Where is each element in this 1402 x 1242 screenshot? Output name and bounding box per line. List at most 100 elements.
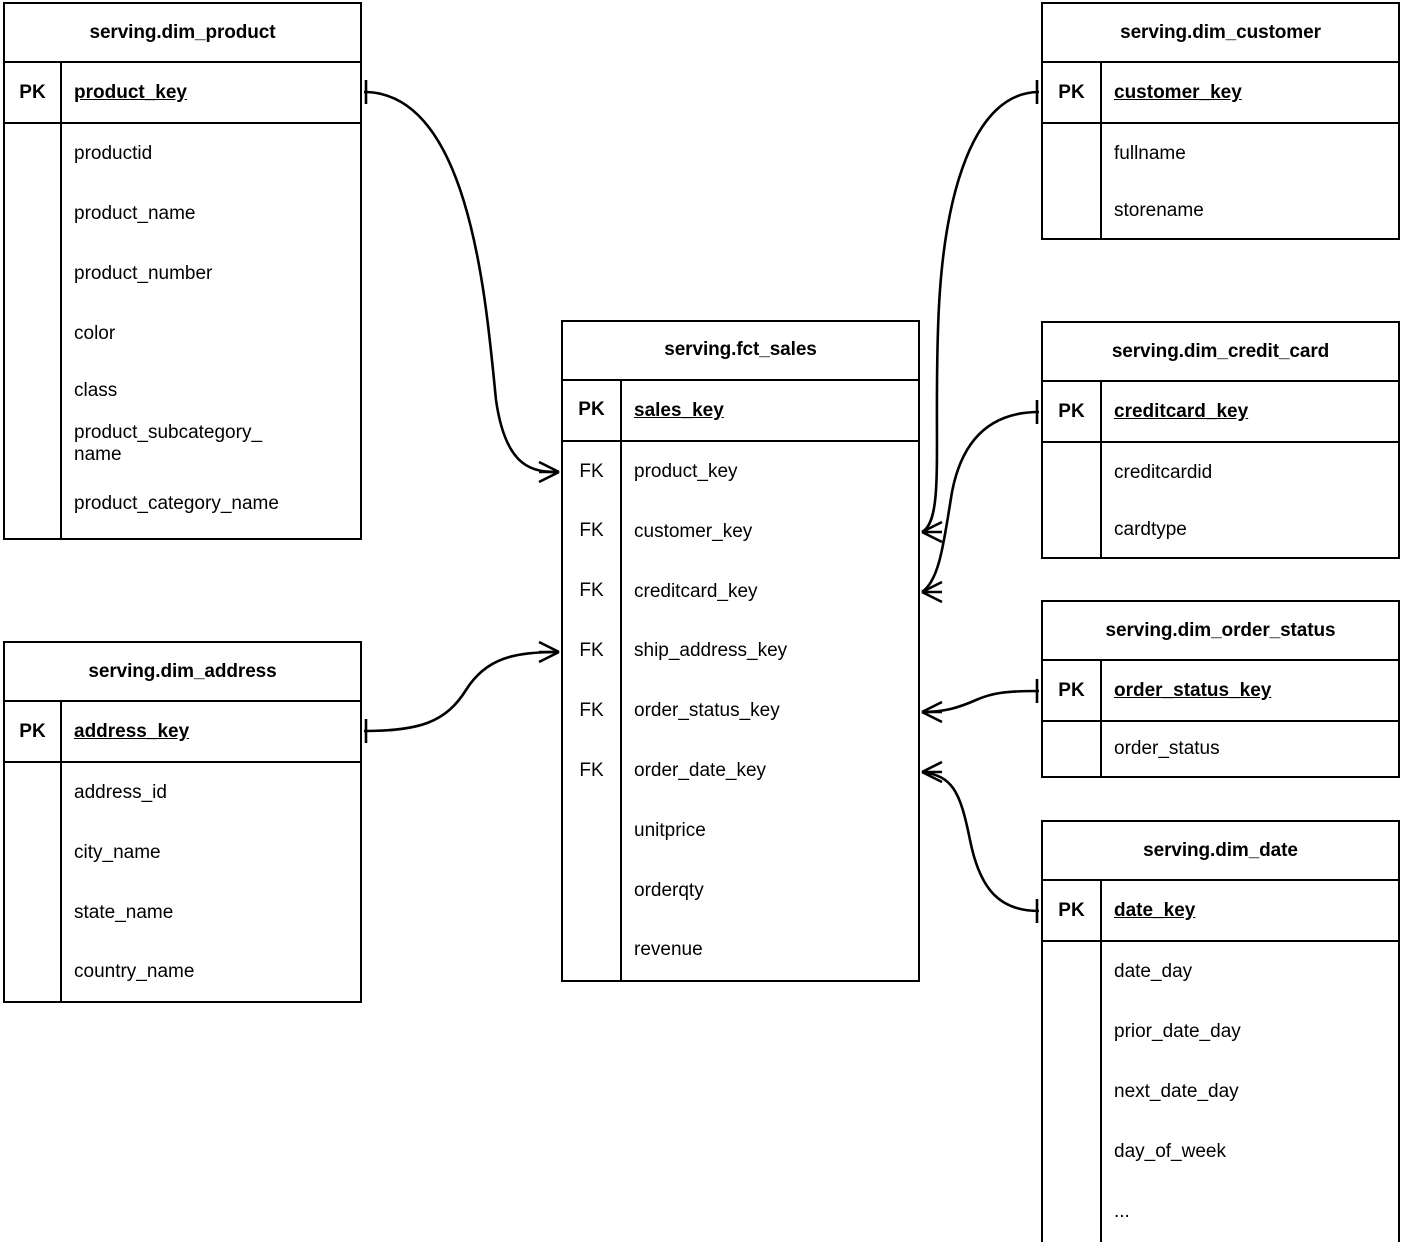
pk-name-dim-order-status: order_status_key bbox=[1114, 679, 1272, 701]
fk-row-product-key: FK product_key bbox=[563, 441, 918, 502]
measure-keycol bbox=[563, 920, 622, 980]
attribute-keycol-dim-address bbox=[5, 763, 62, 1001]
fk-label: FK bbox=[563, 561, 622, 622]
attribute-list-dim-address: address_id city_name state_name country_… bbox=[62, 763, 360, 1001]
attribute-item: class bbox=[74, 380, 118, 402]
cardinality-many-product bbox=[538, 460, 560, 484]
attribute-list-dim-customer: fullname storename bbox=[1102, 124, 1398, 238]
fk-label: FK bbox=[563, 621, 622, 681]
cardinality-many-address bbox=[538, 640, 560, 664]
attribute-item: address_id bbox=[74, 782, 167, 804]
fk-label: FK bbox=[563, 680, 622, 741]
attribute-keycol-dim-product bbox=[5, 124, 62, 538]
attributes-dim-address: address_id city_name state_name country_… bbox=[5, 763, 360, 1001]
attribute-keycol-dim-date bbox=[1043, 942, 1102, 1242]
entity-title-dim-customer: serving.dim_customer bbox=[1043, 4, 1398, 63]
fk-name: customer_key bbox=[634, 520, 753, 542]
entity-title-dim-order-status: serving.dim_order_status bbox=[1043, 602, 1398, 661]
measure-name: orderqty bbox=[634, 879, 704, 901]
cardinality-many-date bbox=[921, 760, 943, 784]
fk-label: FK bbox=[563, 740, 622, 801]
measure-keycol bbox=[563, 800, 622, 861]
attributes-dim-product: productid product_name product_number co… bbox=[5, 124, 360, 538]
pk-row-dim-order-status: PK order_status_key bbox=[1043, 661, 1398, 722]
entity-dim-customer[interactable]: serving.dim_customer PK customer_key ful… bbox=[1041, 2, 1400, 240]
measure-row-unitprice: unitprice bbox=[563, 800, 918, 861]
pk-label-dim-address: PK bbox=[5, 702, 62, 761]
entity-dim-order-status[interactable]: serving.dim_order_status PK order_status… bbox=[1041, 600, 1400, 778]
pk-label-dim-order-status: PK bbox=[1043, 661, 1102, 720]
pk-name-dim-product: product_key bbox=[74, 81, 187, 103]
attribute-item: cardtype bbox=[1114, 519, 1187, 541]
attribute-item: storename bbox=[1114, 200, 1204, 222]
entity-dim-address[interactable]: serving.dim_address PK address_key addre… bbox=[3, 641, 362, 1003]
attribute-list-dim-order-status: order_status bbox=[1102, 722, 1398, 776]
attribute-item: next_date_day bbox=[1114, 1081, 1239, 1103]
entity-dim-product[interactable]: serving.dim_product PK product_key produ… bbox=[3, 2, 362, 540]
pk-label-dim-product: PK bbox=[5, 63, 62, 122]
cardinality-many-order-status bbox=[921, 700, 943, 724]
attribute-item: city_name bbox=[74, 842, 161, 864]
attribute-item: product_name bbox=[74, 203, 196, 225]
attribute-item: product_number bbox=[74, 263, 213, 285]
relationship-line-customer bbox=[921, 90, 1040, 534]
measure-row-orderqty: orderqty bbox=[563, 860, 918, 921]
attribute-item: prior_date_day bbox=[1114, 1021, 1241, 1043]
pk-label-fct-sales: PK bbox=[563, 380, 622, 440]
attribute-item: product_category_name bbox=[74, 493, 279, 515]
pk-name-dim-date: date_key bbox=[1114, 899, 1196, 921]
attribute-item: creditcardid bbox=[1114, 462, 1213, 484]
pk-row-dim-credit-card: PK creditcard_key bbox=[1043, 382, 1398, 443]
cardinality-many-customer bbox=[921, 520, 943, 544]
relationship-line-order-status bbox=[921, 689, 1040, 714]
attributes-dim-customer: fullname storename bbox=[1043, 124, 1398, 238]
fk-row-customer-key: FK customer_key bbox=[563, 501, 918, 562]
pk-label-dim-date: PK bbox=[1043, 881, 1102, 940]
attribute-item: order_status bbox=[1114, 738, 1220, 760]
attribute-keycol-dim-credit-card bbox=[1043, 443, 1102, 557]
pk-row-dim-customer: PK customer_key bbox=[1043, 63, 1398, 124]
measure-row-revenue: revenue bbox=[563, 920, 918, 980]
measure-name: revenue bbox=[634, 939, 703, 961]
fk-label: FK bbox=[563, 441, 622, 502]
attribute-item: date_day bbox=[1114, 961, 1193, 983]
pk-label-dim-customer: PK bbox=[1043, 63, 1102, 122]
attribute-list-dim-credit-card: creditcardid cardtype bbox=[1102, 443, 1398, 557]
entity-dim-credit-card[interactable]: serving.dim_credit_card PK creditcard_ke… bbox=[1041, 321, 1400, 559]
relationship-line-date bbox=[921, 770, 1040, 913]
attributes-dim-date: date_day prior_date_day next_date_day da… bbox=[1043, 942, 1398, 1242]
relationship-line-address bbox=[363, 650, 560, 733]
entity-title-dim-credit-card: serving.dim_credit_card bbox=[1043, 323, 1398, 382]
fk-row-order-status-key: FK order_status_key bbox=[563, 680, 918, 741]
fk-label: FK bbox=[563, 501, 622, 562]
measure-keycol bbox=[563, 860, 622, 921]
entity-dim-date[interactable]: serving.dim_date PK date_key date_day pr… bbox=[1041, 820, 1400, 1242]
cardinality-many-creditcard bbox=[921, 580, 943, 604]
attribute-keycol-dim-order-status bbox=[1043, 722, 1102, 776]
entity-fct-sales[interactable]: serving.fct_sales PK sales_key FK produc… bbox=[561, 320, 920, 982]
pk-row-dim-product: PK product_key bbox=[5, 63, 360, 124]
attribute-item: color bbox=[74, 323, 116, 345]
entity-title-fct-sales: serving.fct_sales bbox=[563, 322, 918, 381]
attribute-item: country_name bbox=[74, 961, 195, 983]
fk-row-order-date-key: FK order_date_key bbox=[563, 740, 918, 801]
pk-row-fct-sales: PK sales_key bbox=[563, 380, 918, 442]
fk-name: order_date_key bbox=[634, 759, 767, 781]
measure-name: unitprice bbox=[634, 819, 706, 841]
entity-title-dim-date: serving.dim_date bbox=[1043, 822, 1398, 881]
entity-title-dim-product: serving.dim_product bbox=[5, 4, 360, 63]
fk-row-ship-address-key: FK ship_address_key bbox=[563, 621, 918, 681]
attribute-item: day_of_week bbox=[1114, 1141, 1226, 1163]
fk-row-creditcard-key: FK creditcard_key bbox=[563, 561, 918, 622]
attributes-dim-credit-card: creditcardid cardtype bbox=[1043, 443, 1398, 557]
attribute-list-dim-product: productid product_name product_number co… bbox=[62, 124, 360, 538]
attribute-item: productid bbox=[74, 143, 153, 165]
attribute-item: ... bbox=[1114, 1201, 1130, 1223]
attribute-item: fullname bbox=[1114, 143, 1186, 165]
relationship-line-product bbox=[363, 90, 560, 474]
attribute-list-dim-date: date_day prior_date_day next_date_day da… bbox=[1102, 942, 1398, 1242]
fk-name: creditcard_key bbox=[634, 580, 758, 602]
entity-title-dim-address: serving.dim_address bbox=[5, 643, 360, 702]
